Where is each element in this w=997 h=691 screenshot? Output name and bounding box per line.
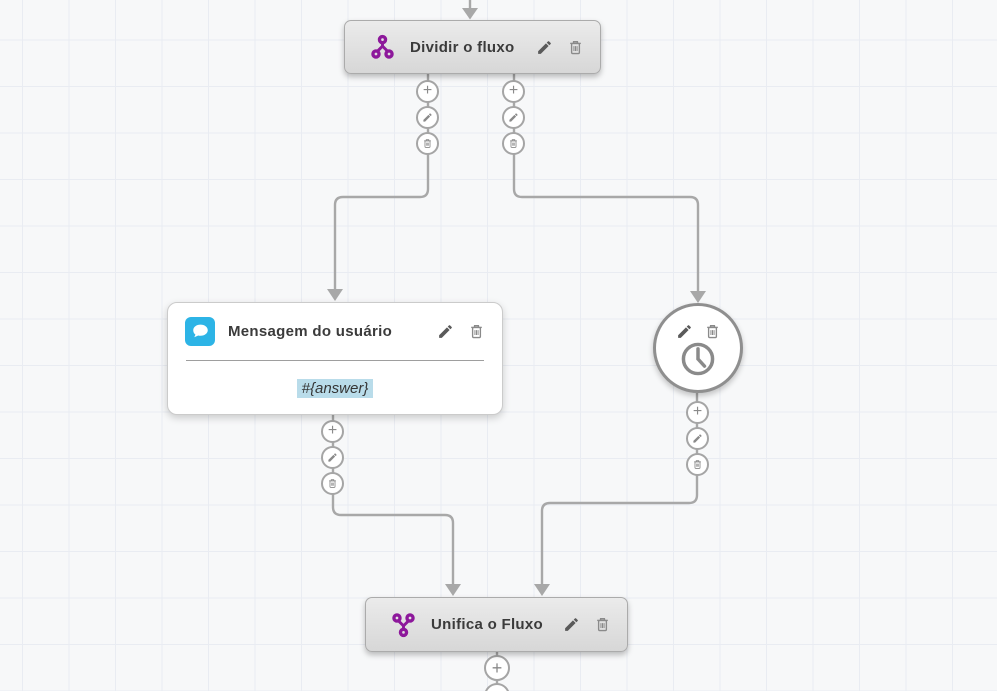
edit-connection-button-message[interactable] (321, 446, 344, 469)
delete-node-button[interactable] (567, 39, 584, 56)
pencil-icon (536, 39, 553, 56)
pencil-icon (508, 112, 519, 123)
delete-node-button[interactable] (468, 323, 485, 340)
plus-icon: + (491, 657, 503, 678)
node-merge-flow[interactable]: Unifica o Fluxo (365, 597, 628, 652)
trash-icon (508, 138, 519, 149)
edit-connection-button-split-left[interactable] (416, 106, 439, 129)
trash-icon (468, 323, 485, 340)
pencil-icon (692, 433, 703, 444)
add-connection-button-message[interactable]: + (321, 420, 344, 443)
delete-connection-button-split-right[interactable] (502, 132, 525, 155)
node-timer[interactable] (653, 303, 743, 393)
node-title: Dividir o fluxo (410, 38, 515, 56)
pencil-icon (437, 323, 454, 340)
edit-node-button[interactable] (437, 323, 454, 340)
trash-icon (704, 323, 721, 340)
node-actions (656, 323, 740, 340)
trash-icon (692, 459, 703, 470)
edit-connection-button-merge[interactable] (484, 683, 510, 691)
add-connection-button-timer[interactable]: + (686, 401, 709, 424)
edit-node-button[interactable] (676, 323, 693, 340)
plus-icon: + (508, 82, 519, 99)
edit-connection-button-split-right[interactable] (502, 106, 525, 129)
pencil-icon (422, 112, 433, 123)
delete-connection-button-message[interactable] (321, 472, 344, 495)
node-divide-flow[interactable]: Dividir o fluxo (344, 20, 601, 74)
delete-node-button[interactable] (704, 323, 721, 340)
node-title: Mensagem do usuário (228, 323, 393, 340)
pencil-icon (563, 616, 580, 633)
node-actions (536, 39, 584, 56)
node-user-message[interactable]: Mensagem do usuário #{answer} (167, 302, 503, 415)
edit-node-button[interactable] (563, 616, 580, 633)
answer-variable-chip: #{answer} (296, 379, 374, 398)
plus-icon: + (422, 82, 433, 99)
trash-icon (594, 616, 611, 633)
node-body: #{answer} (168, 361, 502, 416)
delete-connection-button-split-left[interactable] (416, 132, 439, 155)
node-actions (437, 323, 485, 340)
pencil-icon (676, 323, 693, 340)
trash-icon (422, 138, 433, 149)
plus-icon: + (327, 422, 338, 439)
pencil-icon (327, 452, 338, 463)
plus-icon: + (692, 403, 703, 420)
chat-bubble-icon (185, 317, 215, 346)
divider (186, 360, 484, 361)
node-title: Unifica o Fluxo (431, 616, 544, 633)
node-header: Mensagem do usuário (168, 303, 502, 360)
add-connection-button-split-right[interactable]: + (502, 80, 525, 103)
edit-connection-button-timer[interactable] (686, 427, 709, 450)
clock-icon (679, 340, 717, 378)
split-icon (369, 34, 396, 61)
trash-icon (567, 39, 584, 56)
merge-icon (390, 611, 417, 638)
node-actions (563, 616, 611, 633)
trash-icon (327, 478, 338, 489)
add-connection-button-merge[interactable]: + (484, 655, 510, 681)
add-connection-button-split-left[interactable]: + (416, 80, 439, 103)
delete-node-button[interactable] (594, 616, 611, 633)
edit-node-button[interactable] (536, 39, 553, 56)
delete-connection-button-timer[interactable] (686, 453, 709, 476)
